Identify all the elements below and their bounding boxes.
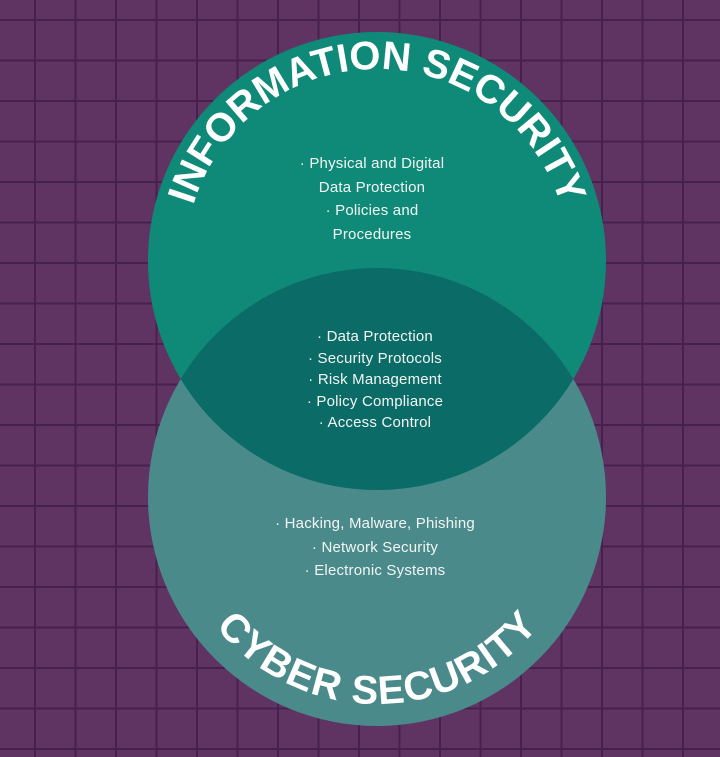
list-item: Procedures (332, 225, 412, 243)
list-item: Data Protection (318, 178, 426, 196)
list-item: · Security Protocols (307, 349, 443, 367)
list-item: · Data Protection (317, 328, 433, 345)
list-item: · Policy Compliance (306, 392, 444, 410)
overlap-region (148, 268, 606, 490)
overlap-list: · Data Protection · Security Protocols ·… (275, 326, 475, 434)
list-item: · Physical and Digital (299, 155, 445, 172)
information-security-list: · Physical and Digital Data Protection ·… (272, 152, 472, 246)
list-item: · Risk Management (308, 371, 442, 388)
list-item: · Electronic Systems (304, 562, 446, 579)
list-item: · Network Security (311, 538, 439, 556)
list-item: · Hacking, Malware, Phishing (275, 515, 475, 532)
cyber-security-list: · Hacking, Malware, Phishing · Network S… (255, 512, 495, 583)
list-item: · Access Control (318, 414, 432, 431)
list-item: · Policies and (325, 202, 419, 219)
